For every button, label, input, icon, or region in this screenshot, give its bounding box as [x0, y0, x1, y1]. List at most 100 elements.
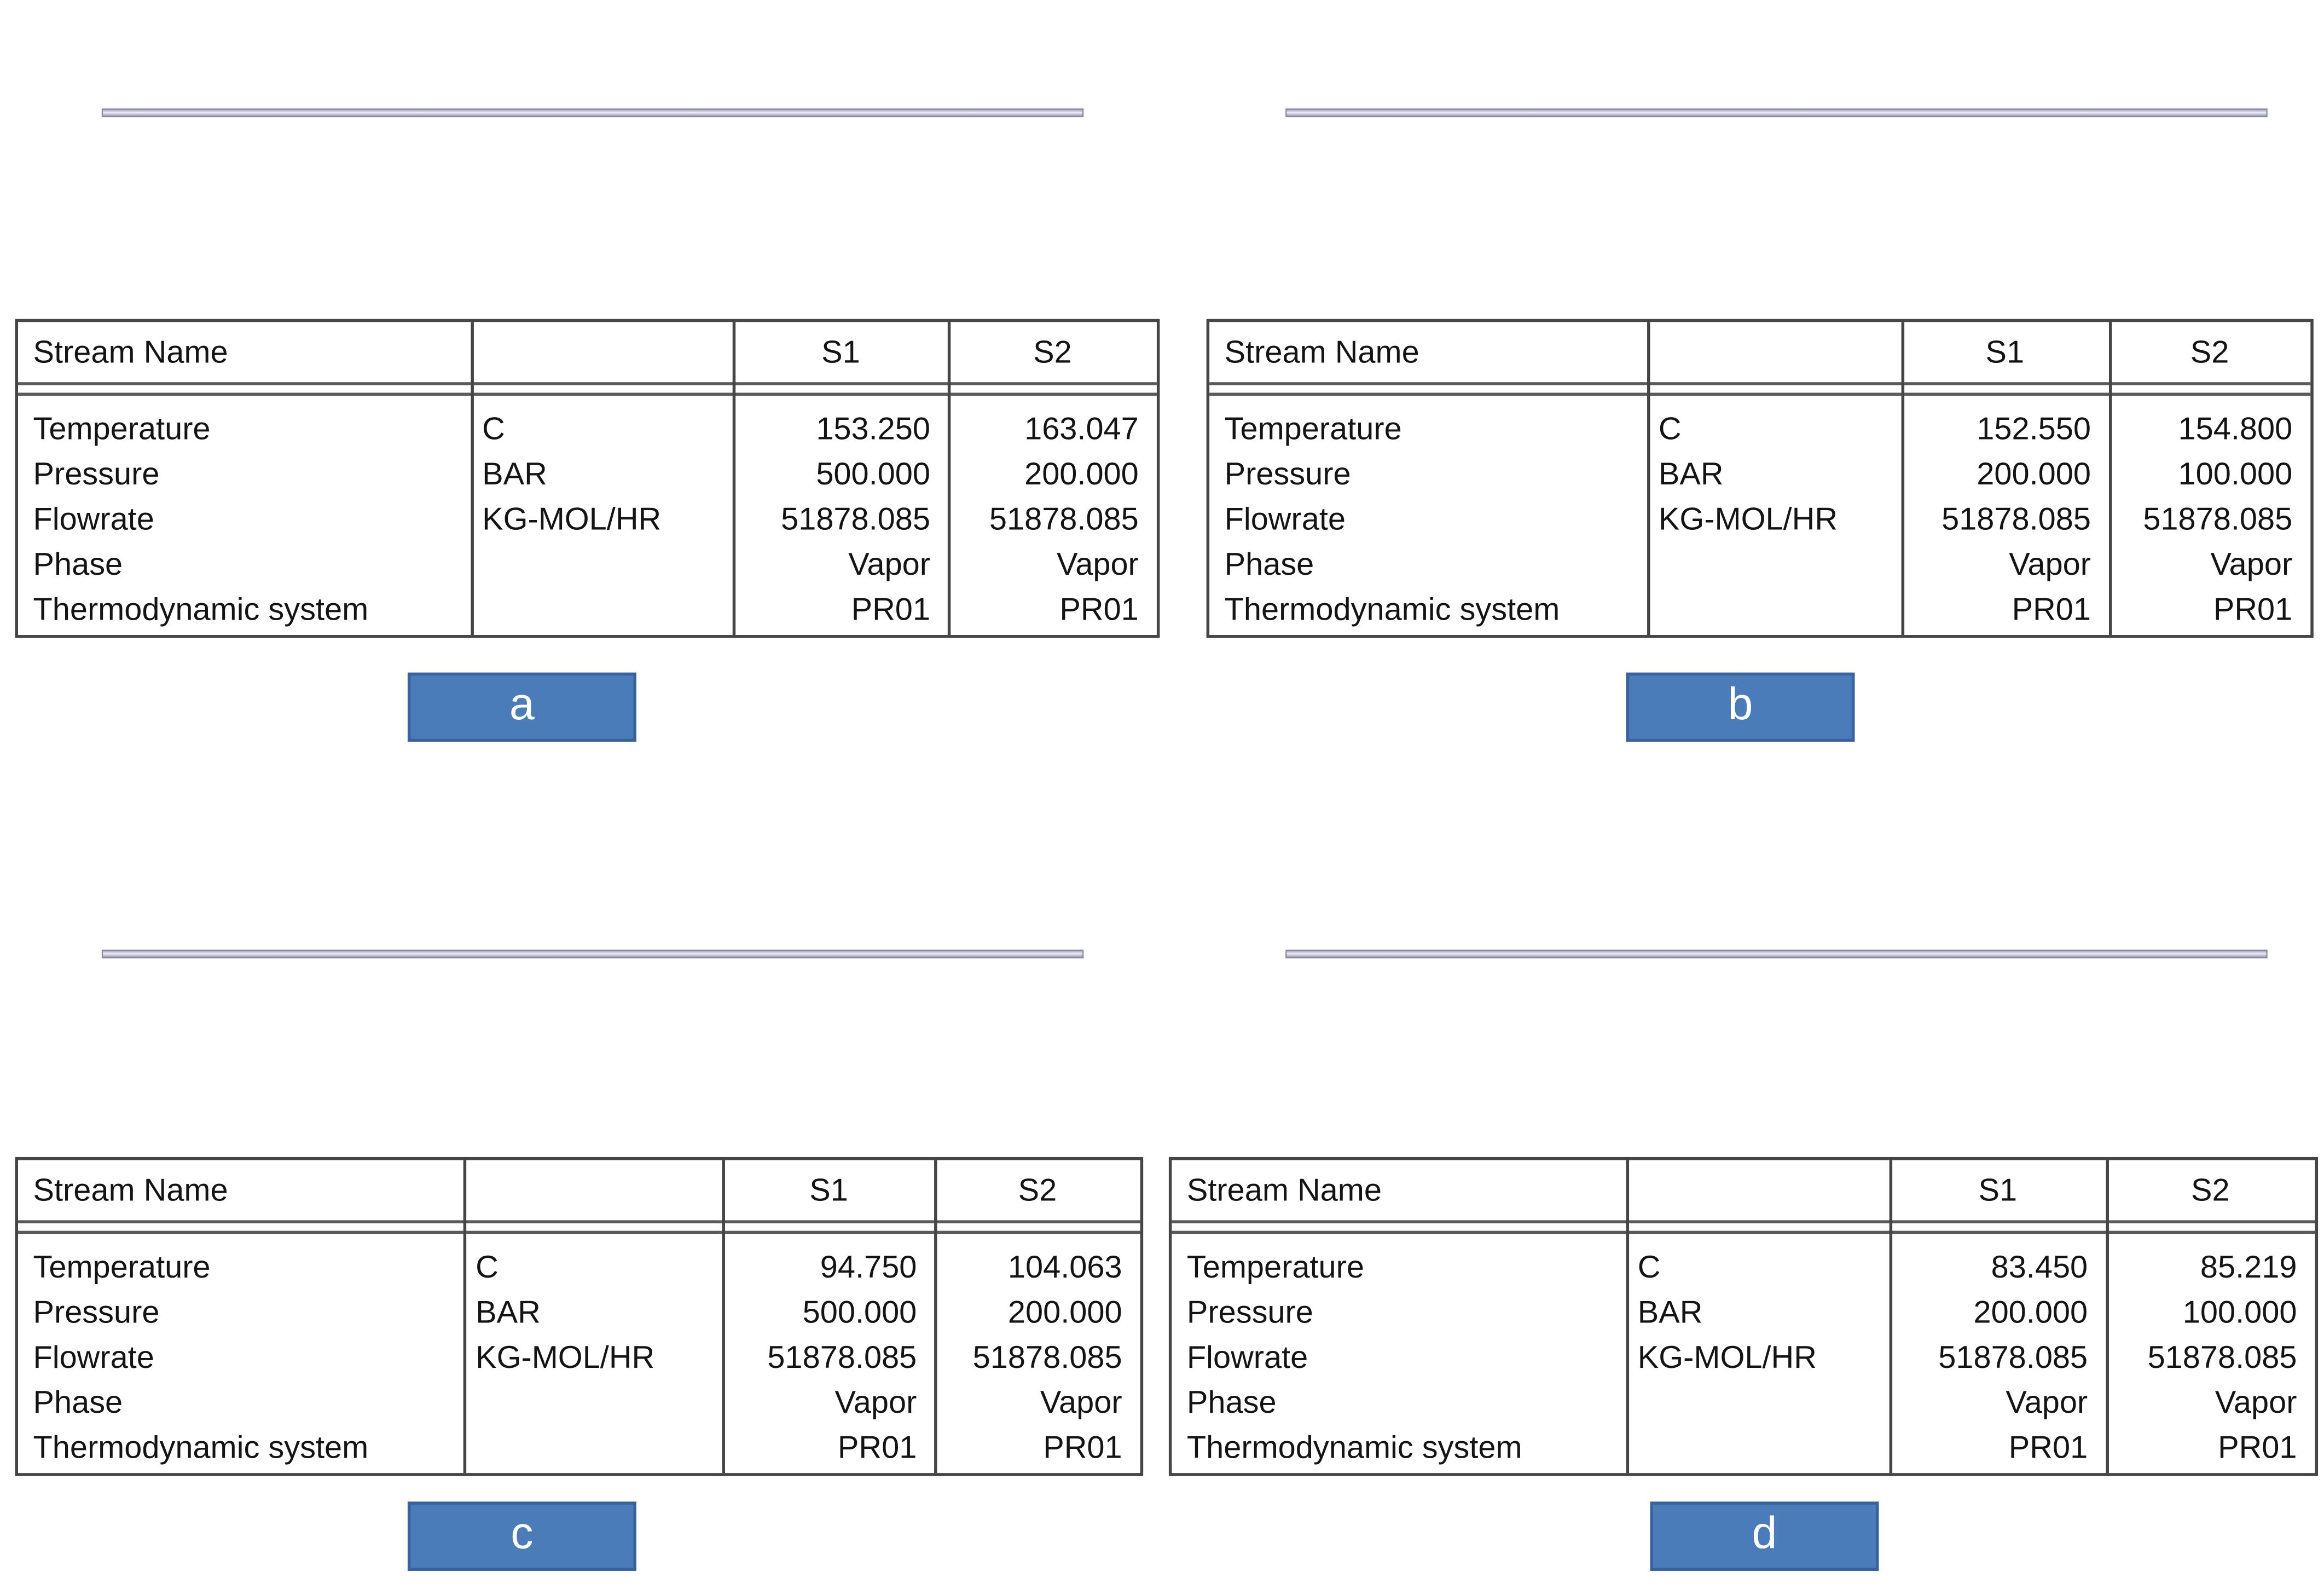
- s2-value-cell: 104.063: [1007, 1250, 1122, 1285]
- stream-pipe-line[interactable]: [101, 108, 1084, 118]
- unit-cell: KG-MOL/HR: [476, 1340, 655, 1376]
- unit-cell: C: [476, 1250, 499, 1285]
- unit-cell: [1626, 1426, 1890, 1471]
- header-units: [470, 322, 733, 382]
- panel-caption-b: b: [1626, 672, 1855, 742]
- s1-value-cell: PR01: [2008, 1431, 2088, 1466]
- unit-cell: [1626, 1381, 1890, 1426]
- s2-value-cell: 200.000: [1024, 457, 1139, 492]
- property-cell: Pressure: [1186, 1295, 1313, 1331]
- unit-cell: [463, 1381, 723, 1426]
- valve-diagram[interactable]: [93, 848, 1101, 1086]
- s2-value-cell: 154.800: [2178, 412, 2293, 447]
- property-cell: Thermodynamic system: [33, 593, 369, 628]
- header-s1: S1: [1978, 1174, 2018, 1209]
- s1-value-cell: PR01: [837, 1431, 917, 1466]
- s1-value-cell: 51878.085: [781, 502, 931, 538]
- table-row: Phase Vapor Vapor: [18, 1381, 1140, 1426]
- s1-value-cell: 153.250: [816, 412, 931, 447]
- panel-caption-d: d: [1650, 1501, 1879, 1571]
- header-double-rule: [1172, 1220, 2315, 1234]
- stream-table[interactable]: Stream Name S1 S2 Temperature C 152.550 …: [1206, 319, 2314, 638]
- unit-cell: [1647, 543, 1901, 588]
- header-units: [463, 1160, 723, 1220]
- header-units: [1647, 322, 1901, 382]
- column-divider: [470, 322, 473, 635]
- s2-value-cell: Vapor: [1040, 1385, 1122, 1420]
- table-body: Temperature C 83.450 85.219 Pressure BAR…: [1172, 1234, 2315, 1471]
- table-row: Thermodynamic system PR01 PR01: [18, 588, 1157, 633]
- unit-cell: BAR: [476, 1295, 541, 1331]
- unit-cell: [470, 543, 733, 588]
- panel-caption-c: c: [407, 1501, 636, 1571]
- s1-value-cell: 200.000: [1973, 1295, 2088, 1331]
- column-divider: [722, 1160, 726, 1474]
- table-header: Stream Name S1 S2: [1172, 1160, 2315, 1220]
- table-body: Temperature C 152.550 154.800 Pressure B…: [1209, 396, 2310, 633]
- stream-table[interactable]: Stream Name S1 S2 Temperature C 153.250 …: [15, 319, 1160, 638]
- property-cell: Flowrate: [33, 1340, 154, 1376]
- s1-value-cell: 51878.085: [1938, 1340, 2088, 1376]
- s2-value-cell: 51878.085: [972, 1340, 1122, 1376]
- table-header: Stream Name S1 S2: [18, 1160, 1140, 1220]
- header-s2: S2: [2190, 1174, 2230, 1209]
- table-row: Flowrate KG-MOL/HR 51878.085 51878.085: [18, 498, 1157, 543]
- s2-value-cell: 163.047: [1024, 412, 1139, 447]
- table-body: Temperature C 153.250 163.047 Pressure B…: [18, 396, 1157, 633]
- s2-value-cell: Vapor: [2215, 1385, 2297, 1420]
- property-cell: Thermodynamic system: [1224, 593, 1560, 628]
- s2-value-cell: PR01: [2218, 1431, 2297, 1466]
- unit-cell: C: [482, 412, 505, 447]
- s2-value-cell: Vapor: [1057, 547, 1139, 582]
- column-divider: [1890, 1160, 1893, 1474]
- column-divider: [733, 322, 737, 635]
- table-header: Stream Name S1 S2: [1209, 322, 2310, 382]
- s2-value-cell: 200.000: [1007, 1295, 1122, 1331]
- unit-cell: KG-MOL/HR: [482, 502, 662, 538]
- header-stream-name: Stream Name: [1186, 1174, 1382, 1209]
- column-divider: [1646, 322, 1650, 635]
- s2-value-cell: PR01: [2213, 593, 2293, 628]
- table-row: Pressure BAR 500.000 200.000: [18, 1291, 1140, 1336]
- property-cell: Thermodynamic system: [33, 1431, 369, 1466]
- s2-value-cell: 51878.085: [2143, 502, 2293, 538]
- s2-value-cell: 51878.085: [2147, 1340, 2297, 1376]
- table-row: Thermodynamic system PR01 PR01: [1209, 588, 2310, 633]
- valve-diagram[interactable]: [93, 8, 1101, 245]
- property-cell: Flowrate: [1224, 502, 1346, 538]
- property-cell: Phase: [33, 547, 123, 582]
- s2-value-cell: PR01: [1059, 593, 1139, 628]
- header-s1: S1: [809, 1174, 848, 1209]
- property-cell: Flowrate: [1186, 1340, 1308, 1376]
- valve-diagram[interactable]: [1277, 848, 2285, 1086]
- property-cell: Temperature: [1224, 412, 1402, 447]
- s1-value-cell: Vapor: [848, 547, 931, 582]
- s1-value-cell: Vapor: [834, 1385, 917, 1420]
- table-row: Temperature C 152.550 154.800: [1209, 408, 2310, 453]
- stream-table[interactable]: Stream Name S1 S2 Temperature C 83.450 8…: [1168, 1157, 2319, 1476]
- valve-diagram[interactable]: [1277, 8, 2285, 245]
- stream-pipe-line[interactable]: [1285, 108, 2268, 118]
- stream-pipe-line[interactable]: [101, 949, 1084, 958]
- header-double-rule: [18, 1220, 1140, 1234]
- property-cell: Thermodynamic system: [1186, 1431, 1522, 1466]
- s1-value-cell: PR01: [2012, 593, 2091, 628]
- header-s2: S2: [1033, 336, 1072, 371]
- header-double-rule: [1209, 382, 2311, 396]
- property-cell: Phase: [1224, 547, 1314, 582]
- s2-value-cell: Vapor: [2210, 547, 2293, 582]
- column-divider: [1900, 322, 1904, 635]
- stream-pipe-line[interactable]: [1285, 949, 2268, 958]
- s1-value-cell: 500.000: [802, 1295, 917, 1331]
- table-row: Thermodynamic system PR01 PR01: [1172, 1426, 2315, 1471]
- table-row: Thermodynamic system PR01 PR01: [18, 1426, 1140, 1471]
- unit-cell: BAR: [1637, 1295, 1703, 1331]
- stream-table[interactable]: Stream Name S1 S2 Temperature C 94.750 1…: [15, 1157, 1144, 1476]
- header-stream-name: Stream Name: [33, 336, 228, 371]
- s1-value-cell: 83.450: [1991, 1250, 2088, 1285]
- s1-value-cell: PR01: [851, 593, 931, 628]
- table-row: Phase Vapor Vapor: [18, 543, 1157, 588]
- property-cell: Phase: [33, 1385, 123, 1420]
- table-row: Temperature C 94.750 104.063: [18, 1246, 1140, 1291]
- property-cell: Pressure: [1224, 457, 1351, 492]
